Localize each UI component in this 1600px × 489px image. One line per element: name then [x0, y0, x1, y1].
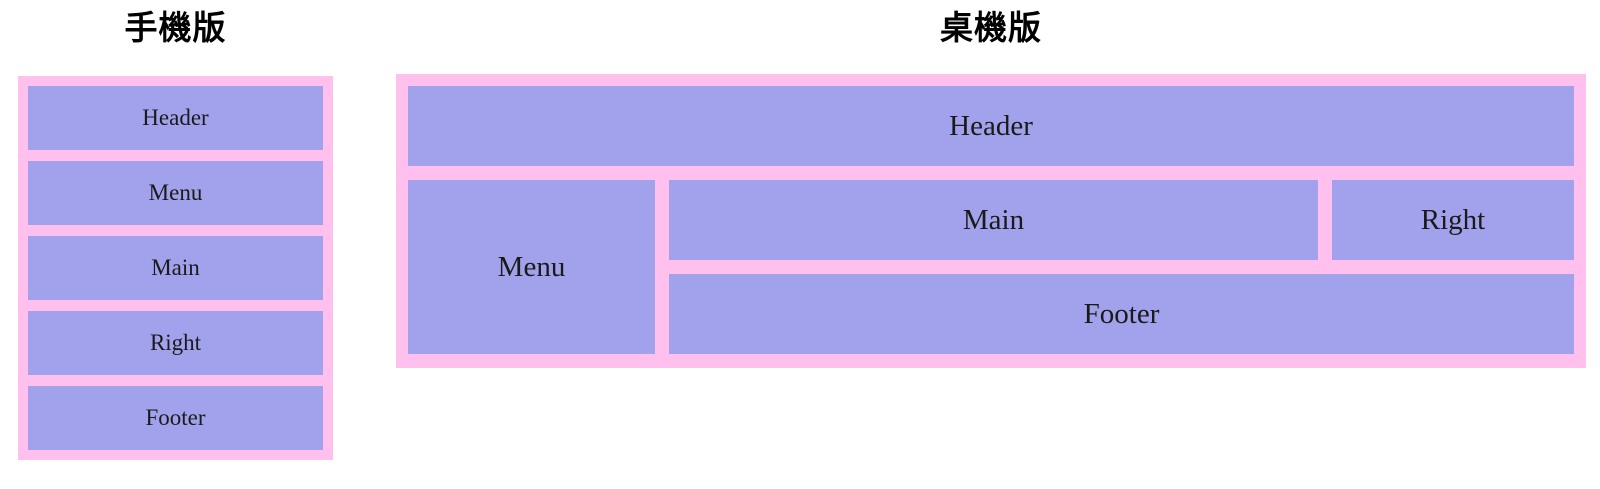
desktop-footer-box: Footer: [669, 274, 1574, 354]
desktop-header-box: Header: [408, 86, 1574, 166]
mobile-header-box: Header: [28, 86, 323, 150]
mobile-layout-container: Header Menu Main Right Footer: [18, 76, 333, 460]
mobile-right-box: Right: [28, 311, 323, 375]
mobile-menu-box: Menu: [28, 161, 323, 225]
desktop-version-title: 桌機版: [940, 9, 1042, 46]
desktop-menu-box: Menu: [408, 180, 655, 354]
mobile-footer-box: Footer: [28, 386, 323, 450]
desktop-layout-container: Header Menu Main Right Footer: [396, 74, 1586, 368]
desktop-main-box: Main: [669, 180, 1318, 260]
desktop-menu-label: Menu: [497, 251, 566, 283]
desktop-right-box: Right: [1332, 180, 1574, 260]
mobile-main-box: Main: [28, 236, 323, 300]
mobile-version-title: 手機版: [124, 9, 227, 46]
